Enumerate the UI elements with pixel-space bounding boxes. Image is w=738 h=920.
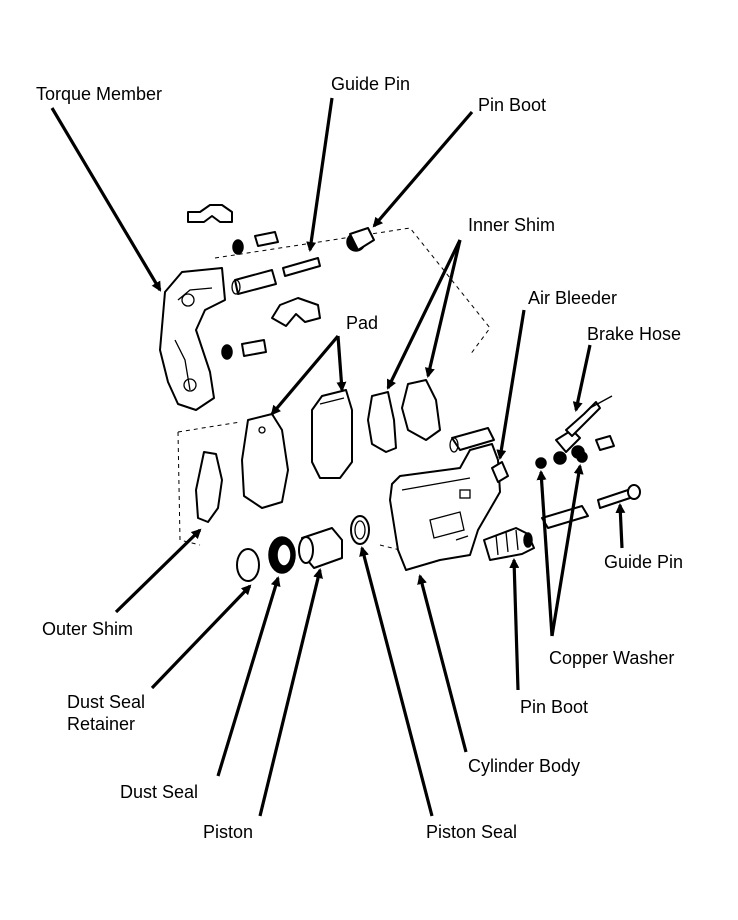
arrow-pad-outer (270, 334, 340, 416)
arrow-guide-pin-right (615, 503, 626, 549)
guide-pin-top-part (282, 257, 321, 277)
label-pin-boot-top: Pin Boot (478, 95, 547, 115)
label-dust-seal-retainer-line2: Retainer (67, 714, 136, 734)
inner-shim-parts (367, 379, 441, 453)
label-cylinder-body: Cylinder Body (468, 756, 581, 776)
label-inner-shim: Inner Shim (468, 215, 556, 235)
label-piston: Piston (203, 822, 254, 842)
arrow-pin-boot-top (372, 110, 474, 228)
label-guide-pin-top: Guide Pin (331, 74, 411, 94)
arrow-dust-seal-retainer (150, 584, 252, 690)
arrow-pin-boot-lower (509, 558, 520, 691)
arrow-copper-washer-right (550, 464, 584, 637)
arrow-outer-shim (114, 528, 202, 614)
arrow-copper-washer-left (536, 470, 554, 637)
sleeve-right-part (541, 505, 589, 529)
label-torque-member: Torque Member (36, 84, 163, 104)
piston-seal-part (350, 515, 370, 545)
upper-clip-part (187, 204, 233, 223)
lower-clip-part (271, 297, 321, 327)
arrow-piston (258, 568, 323, 817)
pin-boot-top-part (346, 227, 375, 252)
outer-shim-part (195, 451, 223, 523)
arrow-air-bleeder (496, 309, 526, 460)
dust-seal-part (268, 536, 296, 574)
arrow-brake-hose (572, 344, 592, 412)
outer-pad-part (241, 413, 289, 509)
inner-pad-part (311, 389, 353, 479)
dust-seal-retainer-part (236, 548, 260, 582)
label-dust-seal: Dust Seal (120, 782, 199, 802)
arrow-inner-shim-right (424, 239, 462, 378)
lower-bolt-part (221, 339, 267, 360)
cylinder-body-part (389, 427, 501, 571)
arrow-piston-seal (359, 546, 434, 817)
label-guide-pin-right: Guide Pin (604, 552, 684, 572)
label-brake-hose: Brake Hose (587, 324, 682, 344)
air-bleeder-part (491, 461, 509, 483)
upper-bolt-part (232, 231, 279, 255)
torque-member-part (159, 267, 226, 411)
arrow-guide-pin-top (306, 97, 334, 252)
label-copper-washer: Copper Washer (549, 648, 675, 668)
label-dust-seal-retainer-line1: Dust Seal (67, 692, 146, 712)
guide-pin-right-part (597, 484, 641, 509)
arrow-inner-shim-left (386, 239, 462, 390)
arrow-cylinder-body (417, 574, 468, 753)
label-air-bleeder: Air Bleeder (528, 288, 618, 308)
label-piston-seal: Piston Seal (426, 822, 518, 842)
arrow-pad-inner (336, 335, 347, 392)
sleeve-part (231, 269, 277, 295)
label-pad: Pad (346, 313, 379, 333)
label-outer-shim: Outer Shim (42, 619, 134, 639)
arrow-dust-seal (216, 576, 281, 777)
label-pin-boot-bottom: Pin Boot (520, 697, 589, 717)
leader-arrows (50, 97, 626, 817)
copper-washer-parts (535, 451, 588, 469)
piston-part (298, 527, 343, 569)
arrow-torque-member (50, 107, 162, 292)
pin-boot-lower-part (483, 527, 535, 561)
brake-hose-part (553, 395, 615, 465)
